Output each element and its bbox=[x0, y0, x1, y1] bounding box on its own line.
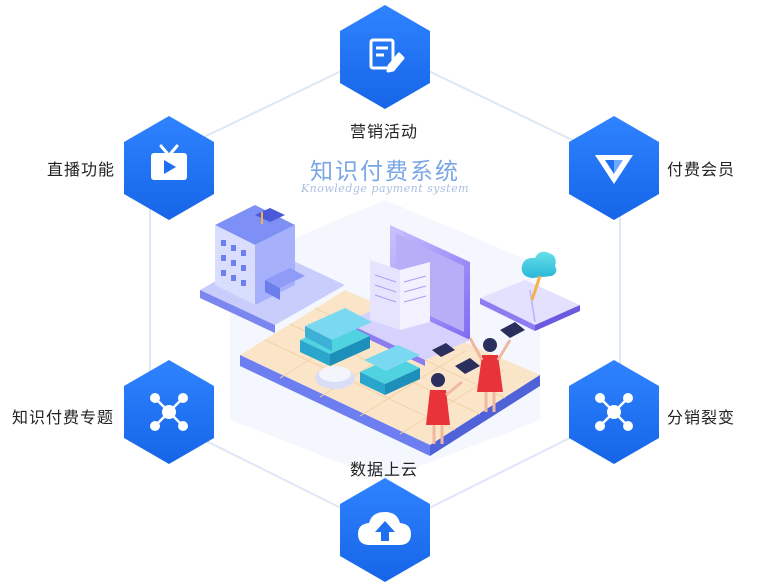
diagram-title: 知识付费系统 bbox=[310, 159, 460, 185]
diagram-subtitle: Knowledge payment system bbox=[300, 182, 470, 195]
edit-document-icon bbox=[369, 38, 405, 73]
node-hexagon-bottom bbox=[340, 478, 430, 582]
tv-icon bbox=[151, 144, 187, 180]
label-distribution: 分销裂变 bbox=[667, 408, 736, 427]
school-building-illustration bbox=[215, 205, 305, 305]
open-book-illustration bbox=[480, 251, 580, 331]
label-paid-membership: 付费会员 bbox=[667, 160, 736, 179]
node-hexagon-upper-right bbox=[569, 116, 659, 220]
mouse-illustration bbox=[315, 366, 355, 389]
label-live-streaming: 直播功能 bbox=[47, 160, 116, 179]
node-hexagon-lower-right bbox=[569, 360, 659, 464]
node-hexagon-upper-left bbox=[124, 116, 214, 220]
label-marketing-activity: 营销活动 bbox=[350, 122, 419, 141]
graduate-figures-illustration bbox=[426, 322, 525, 444]
label-paid-topics: 知识付费专题 bbox=[12, 408, 115, 427]
label-cloud-data: 数据上云 bbox=[350, 460, 419, 479]
diamond-icon bbox=[595, 155, 633, 184]
network-nodes-icon bbox=[150, 393, 188, 431]
network-nodes-icon bbox=[595, 393, 633, 431]
node-hexagon-top bbox=[340, 5, 430, 109]
cloud-upload-icon bbox=[358, 512, 411, 545]
node-hexagon-lower-left bbox=[124, 360, 214, 464]
book-stack-illustration bbox=[300, 308, 420, 395]
